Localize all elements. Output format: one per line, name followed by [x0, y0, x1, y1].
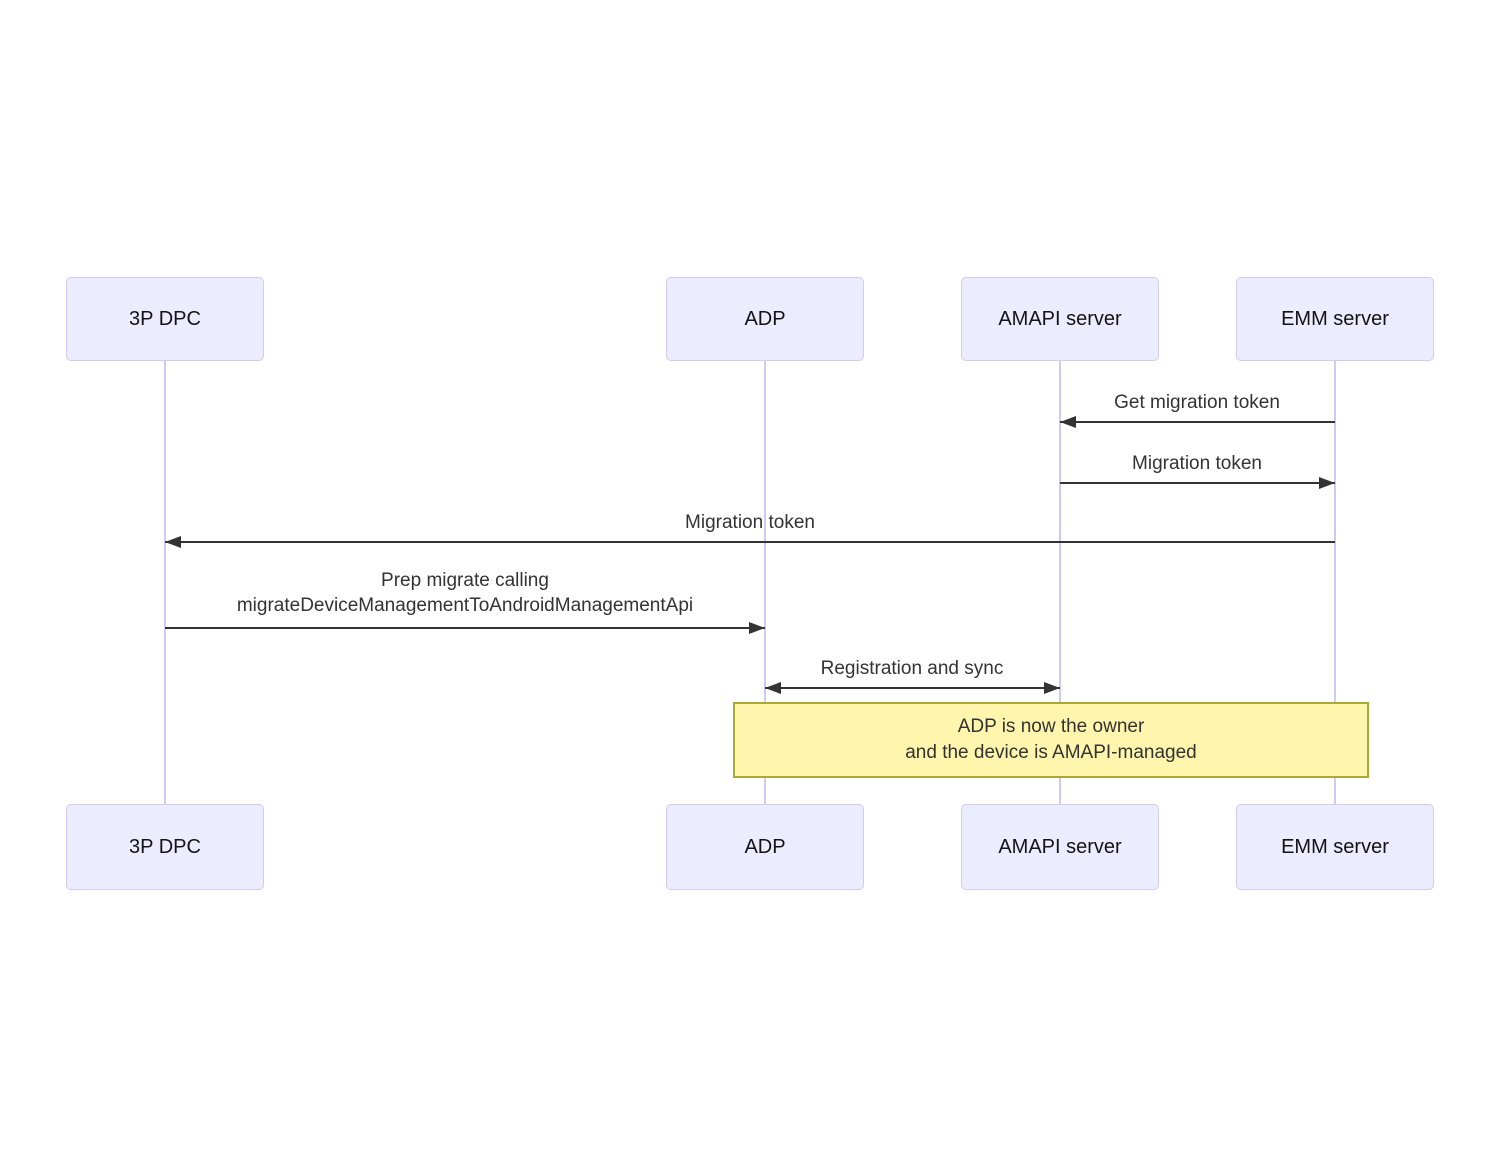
note-line-1: ADP is now the owner — [957, 716, 1145, 737]
message-label-migration-token-to-dpc: Migration token — [685, 512, 815, 533]
actor-adp-bottom: ADP — [666, 804, 864, 890]
actor-label: 3P DPC — [129, 307, 201, 330]
message-label-registration-and-sync: Registration and sync — [820, 658, 1004, 679]
lifeline-3p-dpc — [164, 361, 166, 805]
actor-label: AMAPI server — [998, 835, 1122, 858]
actor-emm-server-top: EMM server — [1236, 277, 1434, 361]
actor-label: ADP — [744, 307, 786, 330]
message-line-migration-token-to-emm — [1060, 482, 1335, 484]
arrowhead-left-icon — [1060, 416, 1076, 428]
actor-label: 3P DPC — [129, 835, 201, 858]
actor-adp-top: ADP — [666, 277, 864, 361]
arrowhead-right-icon — [1044, 682, 1060, 694]
message-label-line-1: Prep migrate calling — [381, 570, 549, 591]
actor-label: AMAPI server — [998, 307, 1122, 330]
actor-amapi-server-bottom: AMAPI server — [961, 804, 1159, 890]
actor-emm-server-bottom: EMM server — [1236, 804, 1434, 890]
actor-3p-dpc-top: 3P DPC — [66, 277, 264, 361]
actor-amapi-server-top: AMAPI server — [961, 277, 1159, 361]
message-label-migration-token-to-emm: Migration token — [1132, 453, 1262, 474]
lifeline-adp — [764, 361, 766, 805]
actor-label: ADP — [744, 835, 786, 858]
message-line-migration-token-to-dpc — [165, 541, 1335, 543]
arrowhead-left-icon — [765, 682, 781, 694]
actor-3p-dpc-bottom: 3P DPC — [66, 804, 264, 890]
arrowhead-right-icon — [749, 622, 765, 634]
lifeline-emm-server — [1334, 361, 1336, 805]
lifeline-amapi-server — [1059, 361, 1061, 805]
actor-label: EMM server — [1281, 835, 1389, 858]
actor-label: EMM server — [1281, 307, 1389, 330]
note-line-2: and the device is AMAPI-managed — [905, 742, 1197, 763]
message-line-get-migration-token — [1060, 421, 1335, 423]
note-adp-owner: ADP is now the owner and the device is A… — [733, 702, 1369, 778]
arrowhead-right-icon — [1319, 477, 1335, 489]
message-line-prep-migrate — [165, 627, 765, 629]
arrowhead-left-icon — [165, 536, 181, 548]
message-label-prep-migrate: Prep migrate calling migrateDeviceManage… — [115, 568, 815, 618]
message-label-get-migration-token: Get migration token — [1114, 392, 1280, 413]
message-label-line-2: migrateDeviceManagementToAndroidManageme… — [236, 595, 694, 616]
message-line-registration-and-sync — [765, 687, 1060, 689]
